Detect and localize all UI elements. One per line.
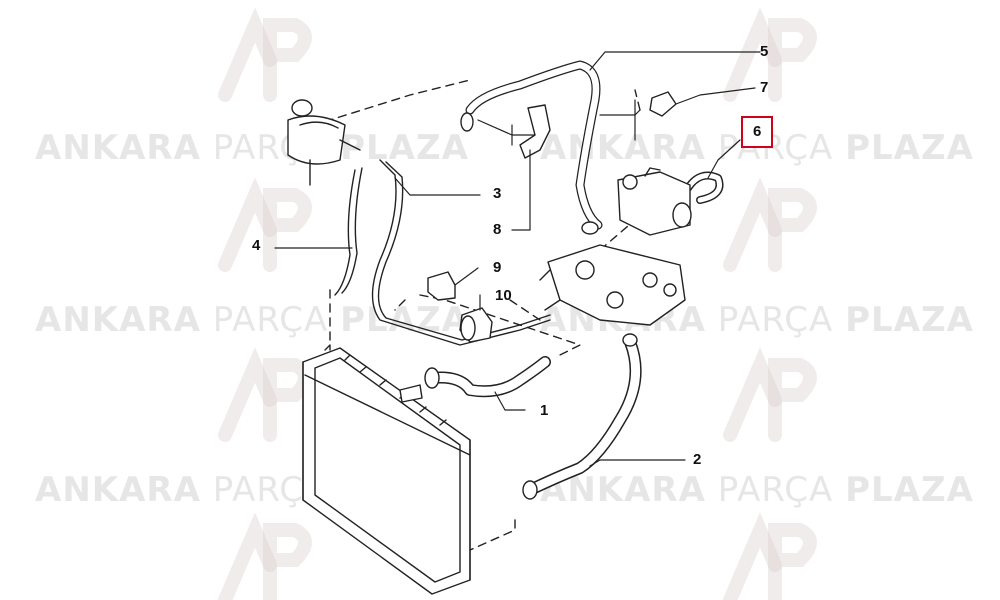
lower-hose-2 <box>522 333 642 500</box>
callout-5: 5 <box>760 43 769 60</box>
watermark-logo-icon <box>218 177 312 272</box>
leader-lines <box>274 51 761 467</box>
part-9 <box>427 271 456 301</box>
callout-10: 10 <box>495 287 512 304</box>
part-6-hose <box>684 171 724 204</box>
water-outlet-housing <box>539 244 686 326</box>
callout-8: 8 <box>493 221 502 238</box>
watermark-logo-icon <box>723 7 817 102</box>
watermark-logo-icon <box>723 347 817 442</box>
watermark-logo-icon <box>723 512 817 600</box>
callout-6-highlighted: 6 <box>741 116 774 148</box>
part-10-sensor <box>459 307 493 343</box>
callout-7: 7 <box>760 79 769 96</box>
radiator <box>302 344 471 595</box>
expansion-tank <box>287 99 361 186</box>
thermostat-housing <box>617 167 692 236</box>
part-7 <box>649 91 677 117</box>
lower-hose-1 <box>399 356 551 403</box>
watermark-logo-icon <box>218 512 312 600</box>
dashed-guides <box>304 79 641 551</box>
upper-hose <box>460 60 603 235</box>
watermark-logo-icon <box>218 7 312 102</box>
callout-9: 9 <box>493 259 502 276</box>
callout-4: 4 <box>252 237 261 254</box>
thin-pipes <box>334 159 551 346</box>
callout-3: 3 <box>493 185 502 202</box>
watermark-logo-icon <box>723 177 817 272</box>
callout-2: 2 <box>693 451 702 468</box>
clip-8 <box>519 104 551 159</box>
callout-1: 1 <box>540 402 549 419</box>
